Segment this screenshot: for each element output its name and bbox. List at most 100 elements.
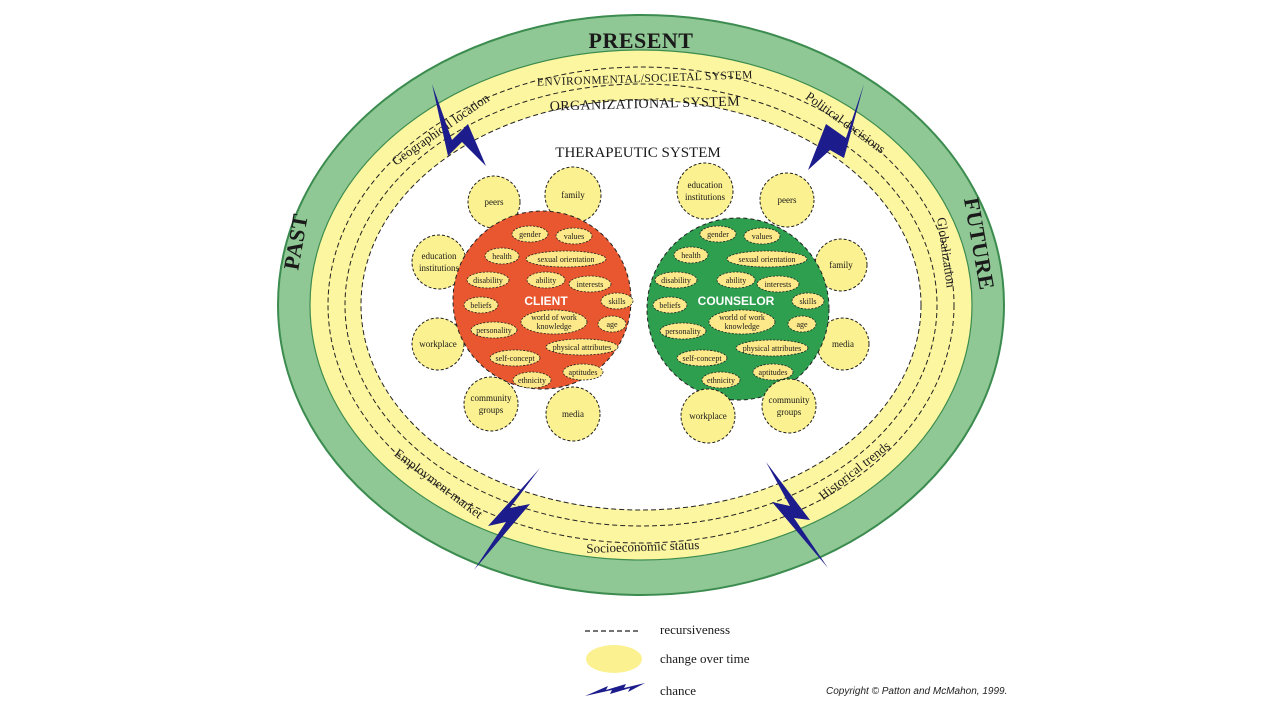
client-health-oval [484, 247, 520, 265]
counselor-personality-label: personality [665, 327, 701, 336]
counselor-interests-label: interests [765, 280, 792, 289]
socioeconomic-status-label: Socioeconomic status [586, 537, 699, 556]
client-world-of-work-oval [520, 309, 588, 335]
client-family-label: family [561, 190, 585, 200]
client-education-label: education [422, 251, 457, 261]
legend-recursiveness-label: recursiveness [660, 622, 730, 637]
counselor-ethnicity-label: ethnicity [707, 376, 735, 385]
counselor-physical-attributes-label: physical attributes [743, 344, 801, 353]
chance-lightning-icon [766, 462, 828, 568]
client-age-oval [597, 315, 627, 333]
counselor-world-of-work-oval [708, 309, 776, 335]
counselor-beliefs-oval [652, 296, 688, 314]
client-workplace-label: workplace [419, 339, 456, 349]
legend-change-swatch [586, 645, 642, 673]
client-ability-oval [526, 271, 566, 289]
legend-chance-label: chance [660, 683, 696, 698]
counselor-age-oval [787, 315, 817, 333]
client-self-concept-oval [489, 349, 541, 367]
client-aptitudes-label: aptitudes [569, 368, 598, 377]
counselor-personality-oval [659, 322, 707, 340]
therapeutic-system-label: THERAPEUTIC SYSTEM [555, 145, 720, 161]
client-values-oval [555, 227, 593, 245]
counselor-community-label: community [769, 395, 810, 405]
client-world-of-work-label: world of work [531, 313, 577, 322]
chance-lightning-icon [474, 468, 540, 570]
client-aptitudes-oval [562, 363, 604, 381]
copyright-notice: Copyright © Patton and McMahon, 1999. [826, 686, 1007, 697]
organizational-system-label: ORGANIZATIONAL SYSTEM [550, 95, 741, 115]
client-groups-label: groups [479, 405, 504, 415]
counselor-values-oval [743, 227, 781, 245]
counselor-community-bubble [761, 378, 817, 434]
client-title: CLIENT [524, 294, 568, 308]
client-personality-oval [470, 321, 518, 339]
counselor-title: COUNSELOR [698, 294, 775, 308]
counselor-peers-bubble [759, 172, 815, 228]
counselor-values-label: values [752, 232, 772, 241]
counselor-peers-label: peers [778, 195, 797, 205]
client-workplace-bubble [411, 317, 465, 371]
client-gender-label: gender [519, 230, 541, 239]
client-sexual-orientation-label: sexual orientation [537, 255, 594, 264]
client-health-label: health [492, 252, 512, 261]
client-media-bubble [545, 386, 601, 442]
counselor-knowledge-label: knowledge [724, 322, 760, 331]
counselor-cluster: education institutions peers family medi… [646, 162, 870, 444]
counselor-sexual-orientation-label: sexual orientation [738, 255, 795, 264]
counselor-media-label: media [832, 339, 854, 349]
client-values-label: values [564, 232, 584, 241]
client-beliefs-label: beliefs [470, 301, 491, 310]
client-ethnicity-label: ethnicity [518, 376, 546, 385]
counselor-education-label: education [688, 180, 723, 190]
counselor-self-concept-label: self-concept [682, 354, 722, 363]
client-ability-label: ability [536, 276, 556, 285]
counselor-skills-oval [791, 292, 825, 310]
counselor-self-concept-oval [676, 349, 728, 367]
counselor-disability-label: disability [661, 276, 691, 285]
counselor-beliefs-label: beliefs [659, 301, 680, 310]
counselor-workplace-bubble [680, 388, 736, 444]
legend-chance-lightning-icon [585, 683, 645, 696]
present-label: PRESENT [589, 28, 694, 53]
legend-change-label: change over time [660, 651, 750, 666]
client-institutions-label: institutions [419, 263, 460, 273]
client-family-bubble [544, 166, 602, 224]
client-beliefs-oval [463, 296, 499, 314]
counselor-gender-label: gender [707, 230, 729, 239]
therapeutic-area [360, 99, 922, 511]
client-sexual-orientation-oval [525, 250, 607, 268]
client-physical-attributes-label: physical attributes [553, 343, 611, 352]
client-media-label: media [562, 409, 584, 419]
counselor-workplace-label: workplace [689, 411, 726, 421]
counselor-aptitudes-oval [752, 363, 794, 381]
client-interests-oval [568, 275, 612, 293]
client-skills-oval [600, 292, 634, 310]
client-personality-label: personality [476, 326, 512, 335]
counselor-health-oval [673, 246, 709, 264]
recursive-boundary-1 [327, 66, 955, 544]
counselor-family-label: family [829, 260, 853, 270]
counselor-sexual-orientation-oval [726, 250, 808, 268]
counselor-age-label: age [796, 320, 808, 329]
counselor-disability-oval [654, 271, 698, 289]
counselor-gender-oval [699, 225, 737, 243]
counselor-physical-attributes-oval [735, 339, 809, 357]
client-interests-label: interests [577, 280, 604, 289]
client-knowledge-label: knowledge [536, 322, 572, 331]
counselor-world-of-work-label: world of work [719, 313, 765, 322]
client-community-bubble [463, 376, 519, 432]
client-physical-attributes-oval [545, 338, 619, 356]
client-skills-label: skills [609, 297, 626, 306]
legend: recursiveness change over time chance [585, 622, 750, 698]
chance-lightning-icon [808, 84, 864, 170]
client-age-label: age [606, 320, 618, 329]
counselor-health-label: health [681, 251, 701, 260]
client-self-concept-label: self-concept [495, 354, 535, 363]
client-peers-label: peers [485, 197, 504, 207]
counselor-skills-label: skills [800, 297, 817, 306]
client-gender-oval [511, 225, 549, 243]
chance-lightning-icon [432, 84, 486, 166]
counselor-ability-label: ability [726, 276, 746, 285]
counselor-ethnicity-oval [701, 371, 741, 389]
